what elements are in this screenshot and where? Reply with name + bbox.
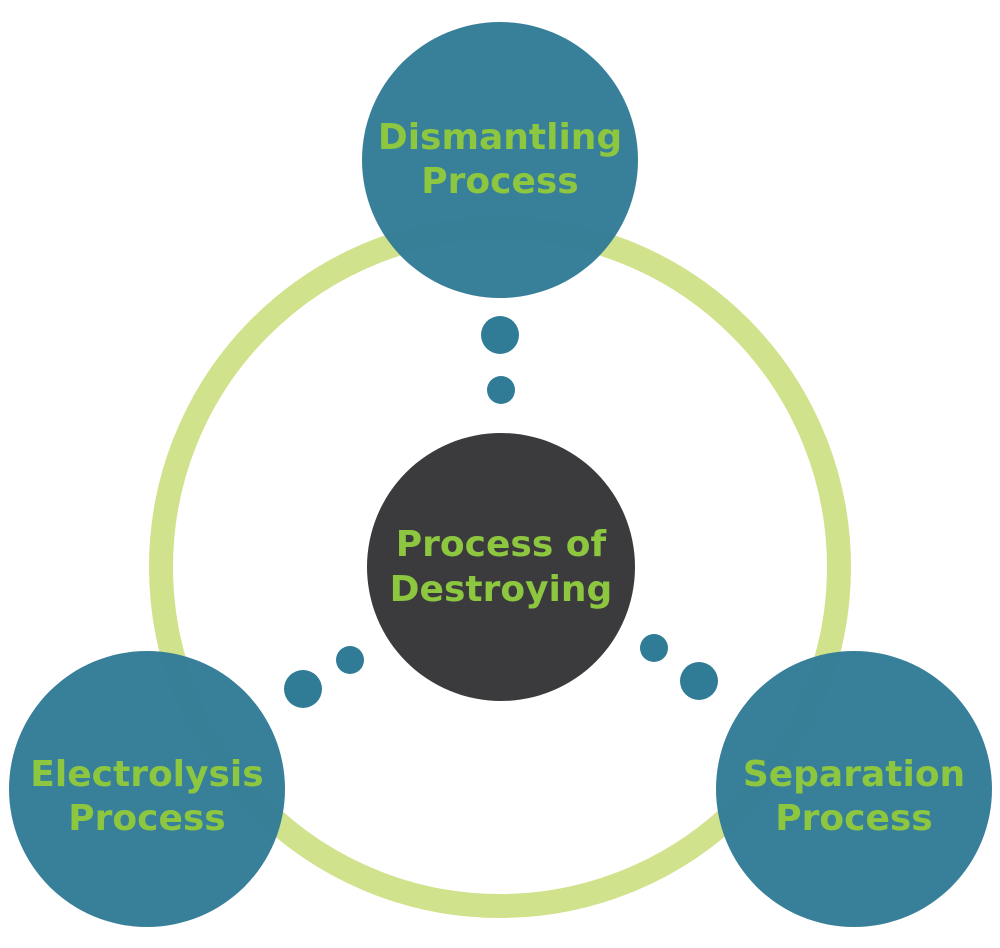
connector-dot-right-small <box>640 634 668 662</box>
dismantling-node-label-line2: Process <box>421 161 578 202</box>
separation-node <box>716 651 992 927</box>
connector-dot-top-small <box>487 376 515 404</box>
electrolysis-node <box>9 651 285 927</box>
center-node-label-line2: Destroying <box>390 569 613 610</box>
center-node <box>367 433 635 701</box>
connector-dot-right-large <box>680 662 718 700</box>
separation-node-label-line2: Process <box>775 798 932 839</box>
electrolysis-node-label-line2: Process <box>68 798 225 839</box>
connector-dot-top-large <box>481 316 519 354</box>
dismantling-node-label-line1: Dismantling <box>378 117 622 158</box>
separation-node-label-line1: Separation <box>743 754 965 795</box>
dismantling-node <box>362 22 638 298</box>
electrolysis-node-label-line1: Electrolysis <box>30 754 263 795</box>
center-node-label-line1: Process of <box>396 524 607 565</box>
connector-dot-left-large <box>284 670 322 708</box>
connector-dot-left-small <box>336 646 364 674</box>
